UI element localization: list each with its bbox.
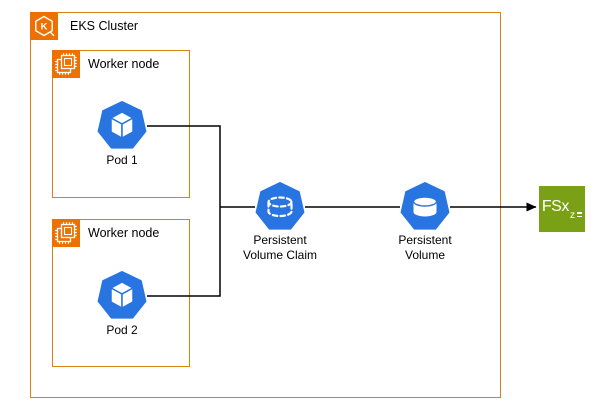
pvc-label-line1: Persistent [253, 233, 307, 247]
worker-node-1-icon [52, 50, 80, 78]
eks-cluster-icon: K [30, 12, 58, 40]
worker-node-2-label: Worker node [88, 226, 160, 240]
eks-cluster-label: EKS Cluster [70, 19, 139, 33]
eks-cluster-box [30, 12, 501, 398]
worker-node-2-icon [52, 219, 80, 247]
worker-node-1-label: Worker node [88, 57, 160, 71]
fsx-logo: FSx z [541, 197, 583, 221]
pod-2-label: Pod 2 [106, 323, 138, 337]
worker-node-1-box [52, 50, 190, 198]
eks-icon-letter: K [41, 22, 48, 33]
pv-label-line1: Persistent [398, 233, 452, 247]
fsx-openzfs-icon: FSx z [539, 186, 585, 232]
fsx-subscript-letter: z [569, 208, 576, 221]
worker-node-2-box [52, 219, 190, 367]
pod-1-label: Pod 1 [106, 153, 138, 167]
fsx-logo-text: FSx [541, 197, 569, 215]
pvc-label-line2: Volume Claim [242, 248, 318, 262]
persistent-volume-claim-icon [255, 182, 305, 232]
persistent-volume-claim-label: Persistent Volume Claim [243, 233, 317, 263]
persistent-volume-label: Persistent Volume [398, 233, 451, 263]
fsx-equals-bars [577, 212, 583, 217]
connector-pod1-to-junction [147, 125, 221, 207]
pv-label-line2: Volume [404, 248, 446, 262]
connector-pod2-to-junction [147, 207, 221, 297]
pod-1-icon [97, 101, 147, 151]
pod-2-icon [97, 271, 147, 321]
fsx-logo-subscript: z [569, 208, 583, 221]
persistent-volume-icon [400, 182, 450, 232]
